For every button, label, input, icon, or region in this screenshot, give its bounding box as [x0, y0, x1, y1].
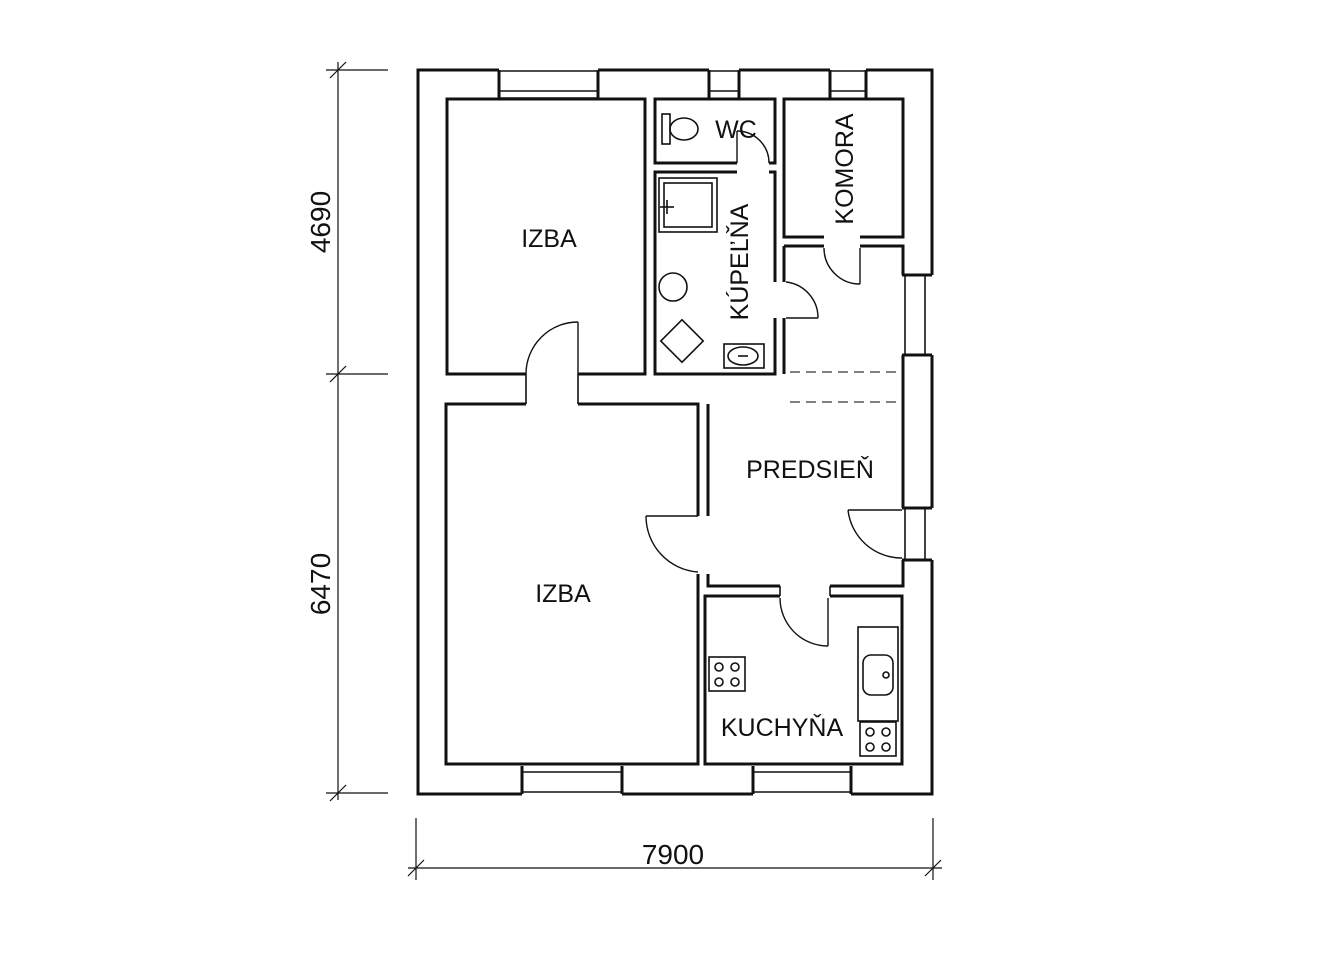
room-label-izba-lower: IZBA: [535, 580, 591, 608]
stair-dashed-lines: [790, 371, 900, 403]
kitchen-sink-icon: [857, 626, 899, 722]
dimension-labels: 4690 6470 7900: [305, 191, 704, 870]
shower-icon: [658, 177, 718, 233]
room-label-komora: KOMORA: [831, 113, 859, 224]
stove-icon: [708, 656, 746, 692]
room-label-kuchyna: KUCHYŇA: [721, 713, 844, 742]
room-label-kupelna: KÚPEĽŇA: [725, 203, 754, 320]
dimension-label-width-total: 7900: [642, 839, 704, 870]
stove-icon: [859, 721, 897, 757]
dimension-label-height-lower: 6470: [305, 553, 336, 615]
doors: [525, 130, 903, 647]
room-labels: IZBA WC KOMORA KÚPEĽŇA PREDSIEŇ IZBA KUC…: [521, 113, 874, 742]
dimension-lines: [326, 61, 942, 880]
interior-walls: [444, 97, 905, 766]
room-label-predsien: PREDSIEŇ: [746, 455, 874, 484]
room-label-wc: WC: [715, 116, 757, 144]
fixtures: [658, 113, 899, 757]
washing-machine-icon: [659, 318, 705, 364]
toilet-icon: [661, 113, 699, 145]
basin-icon: [658, 272, 688, 302]
room-label-izba-upper: IZBA: [521, 225, 577, 253]
exterior-wall: [416, 68, 934, 796]
dimension-label-height-upper: 4690: [305, 191, 336, 253]
sink-icon: [723, 343, 765, 369]
